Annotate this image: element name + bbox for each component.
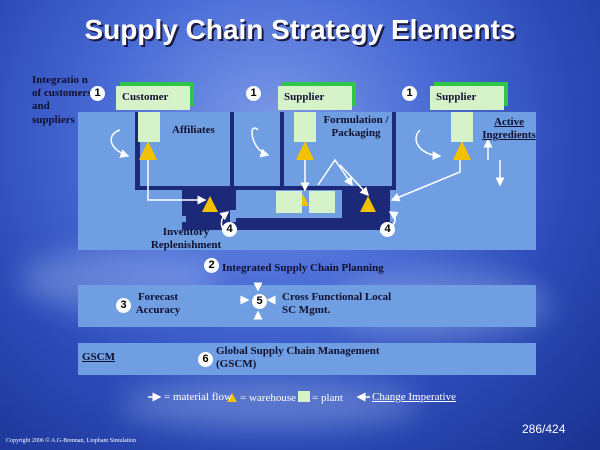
integrated-planning-label: Integrated Supply Chain Planning	[222, 262, 384, 274]
forecast-label: Forecast Accuracy	[135, 291, 181, 317]
number-1-supplier: 1	[246, 86, 261, 101]
copyright-footer: Copyright 2006 © A.G-Brennan, Liophant S…	[6, 438, 137, 444]
number-4-left: 4	[222, 222, 237, 237]
customer-stem	[138, 112, 160, 142]
warehouse-right-triangle	[360, 196, 376, 212]
legend-warehouse: = warehouse	[240, 392, 296, 404]
number-4-right: 4	[380, 222, 395, 237]
global-scm-label: Global Supply Chain Management (GSCM)	[216, 345, 380, 371]
legend-warehouse-triangle	[227, 393, 237, 402]
number-3: 3	[116, 298, 131, 313]
integration-label: Integratio n of customers and suppliers	[32, 74, 92, 126]
supplier-label: Supplier	[284, 91, 325, 103]
supplier-box-2: Supplier	[430, 82, 508, 110]
inventory-label: Inventory Replenishment	[150, 226, 222, 252]
formulation-label: Formulation / Packaging	[323, 114, 389, 140]
background-cloud	[120, 380, 420, 430]
affiliates-label: Affiliates	[172, 124, 215, 136]
number-2: 2	[204, 258, 219, 273]
global-management-panel	[78, 343, 536, 375]
local-management-panel	[78, 285, 536, 327]
plant-box-2	[309, 191, 335, 213]
plant-box-1	[276, 191, 302, 213]
warehouse-inventory-triangle	[202, 196, 218, 212]
supplier2-stem	[451, 112, 473, 142]
legend-plant: = plant	[312, 392, 343, 404]
page-number: 286/424	[522, 422, 566, 436]
supplier-box: Supplier	[278, 82, 356, 110]
supplier-stem	[294, 112, 316, 142]
slide-title: Supply Chain Strategy Elements	[84, 14, 516, 45]
gscm-short-label: GSCM	[82, 351, 115, 363]
customer-label: Customer	[122, 91, 169, 103]
number-1-customer: 1	[90, 86, 105, 101]
number-1-supplier2: 1	[402, 86, 417, 101]
supplier-label-2: Supplier	[436, 91, 477, 103]
customer-box: Customer	[116, 82, 194, 110]
warehouse-supplier2-triangle	[453, 141, 471, 160]
legend-change-imperative: Change Imperative	[372, 391, 456, 403]
legend-plant-swatch	[298, 391, 310, 402]
number-5: 5	[252, 294, 267, 309]
warehouse-customer-triangle	[139, 141, 157, 160]
cross-functional-label: Cross Functional Local SC Mgmt.	[282, 291, 392, 317]
legend-material-flow: = material flow	[164, 391, 232, 403]
number-6: 6	[198, 352, 213, 367]
warehouse-supplier-triangle	[296, 141, 314, 160]
active-ingredients-label: Active Ingredients	[482, 116, 536, 142]
